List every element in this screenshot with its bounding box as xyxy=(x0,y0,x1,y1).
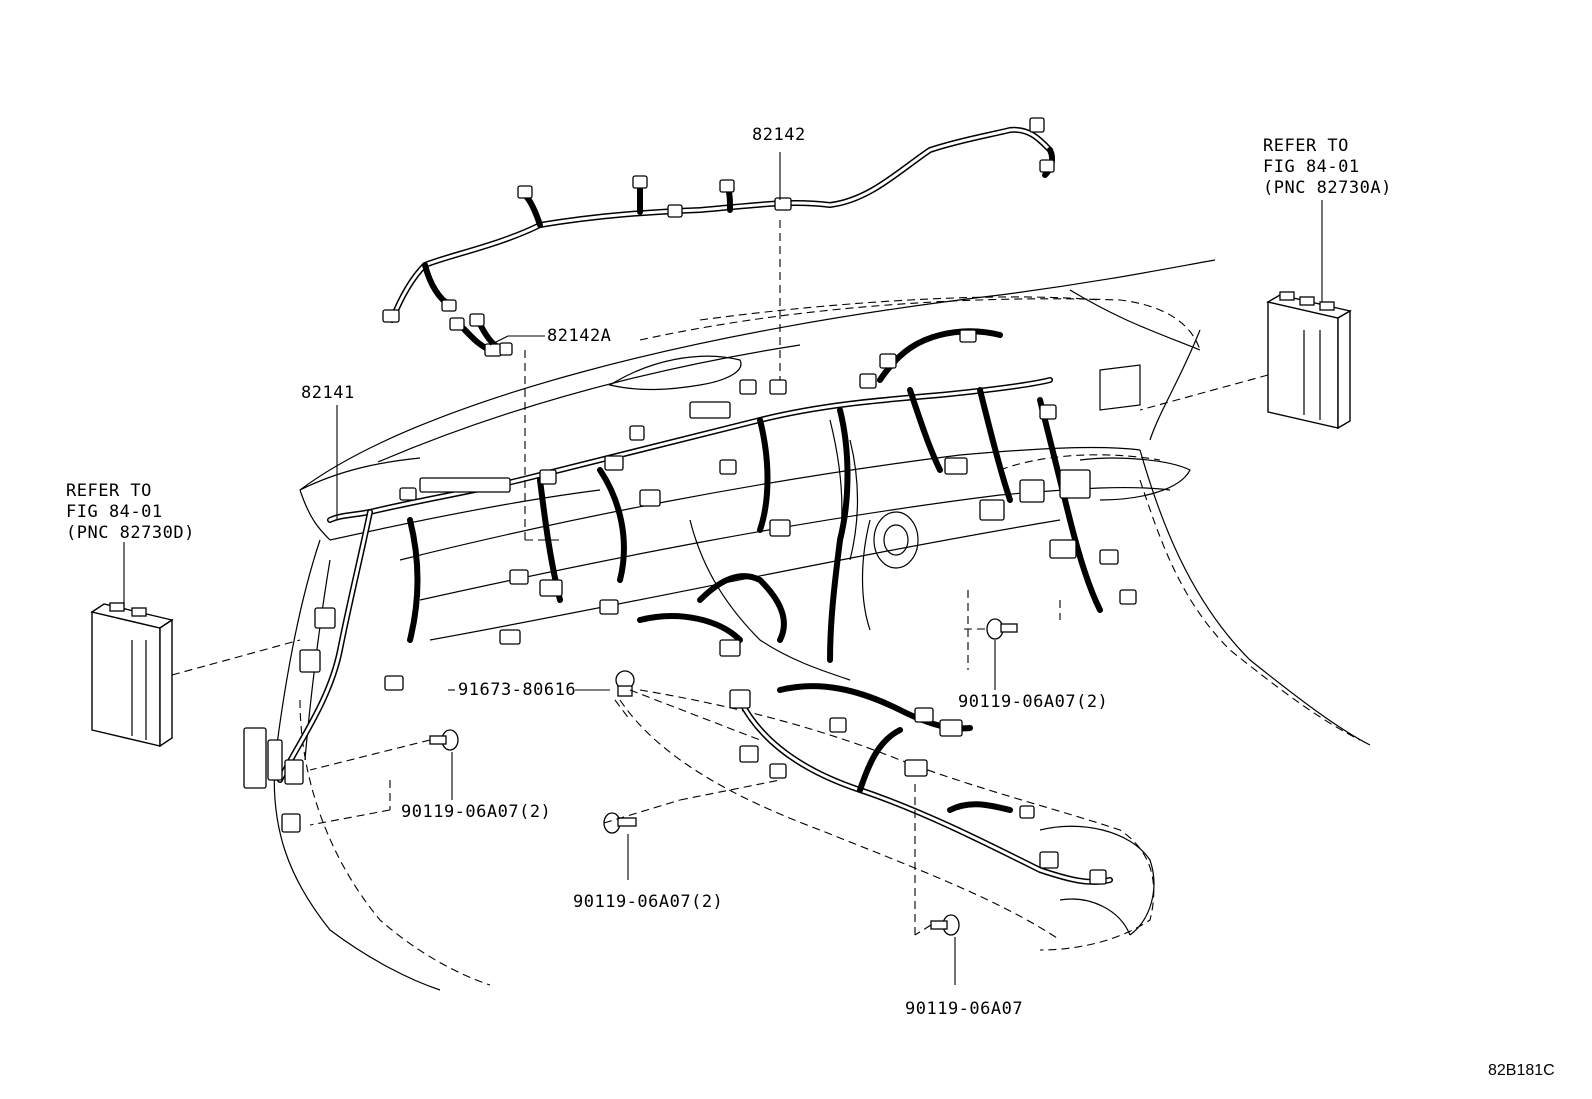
part-label-82142A: 82142A xyxy=(547,326,612,346)
bolt-left xyxy=(429,729,459,751)
part-label-91673: 91673-80616 xyxy=(458,680,577,700)
harness-82142 xyxy=(382,117,1056,323)
refer-left-line1: REFER TO xyxy=(66,481,152,501)
part-label-bolt-bottom: 90119-06A07 xyxy=(905,999,1024,1019)
refer-right-line2: FIG 84-01 xyxy=(1263,157,1360,177)
part-label-82141: 82141 xyxy=(301,383,355,403)
ecu-left xyxy=(90,602,174,748)
refer-note-right: REFER TO FIG 84-01 (PNC 82730A) xyxy=(1263,136,1392,199)
bolt-right xyxy=(986,618,1018,640)
part-label-bolt-left: 90119-06A07(2) xyxy=(401,802,552,822)
dashed-lines xyxy=(171,220,1269,936)
part-label-bolt-right: 90119-06A07(2) xyxy=(958,692,1109,712)
refer-left-line2: FIG 84-01 xyxy=(66,502,163,522)
bolt-bottom xyxy=(930,914,960,936)
part-label-bolt-center: 90119-06A07(2) xyxy=(573,892,724,912)
harness-82142A xyxy=(449,313,513,357)
ecu-right xyxy=(1266,291,1352,430)
instrument-panel-outline xyxy=(273,259,1371,991)
harness-console xyxy=(729,683,1113,885)
leader-lines xyxy=(123,152,1323,985)
refer-left-line3: (PNC 82730D) xyxy=(66,523,195,543)
figure-id: 82B181C xyxy=(1488,1062,1555,1079)
refer-right-line3: (PNC 82730A) xyxy=(1263,178,1392,198)
refer-note-left: REFER TO FIG 84-01 (PNC 82730D) xyxy=(66,481,195,544)
bolt-center xyxy=(603,812,637,834)
part-label-82142: 82142 xyxy=(752,125,806,145)
harness-82141 xyxy=(243,328,1137,833)
clip-91673 xyxy=(615,670,635,697)
refer-right-line1: REFER TO xyxy=(1263,136,1349,156)
